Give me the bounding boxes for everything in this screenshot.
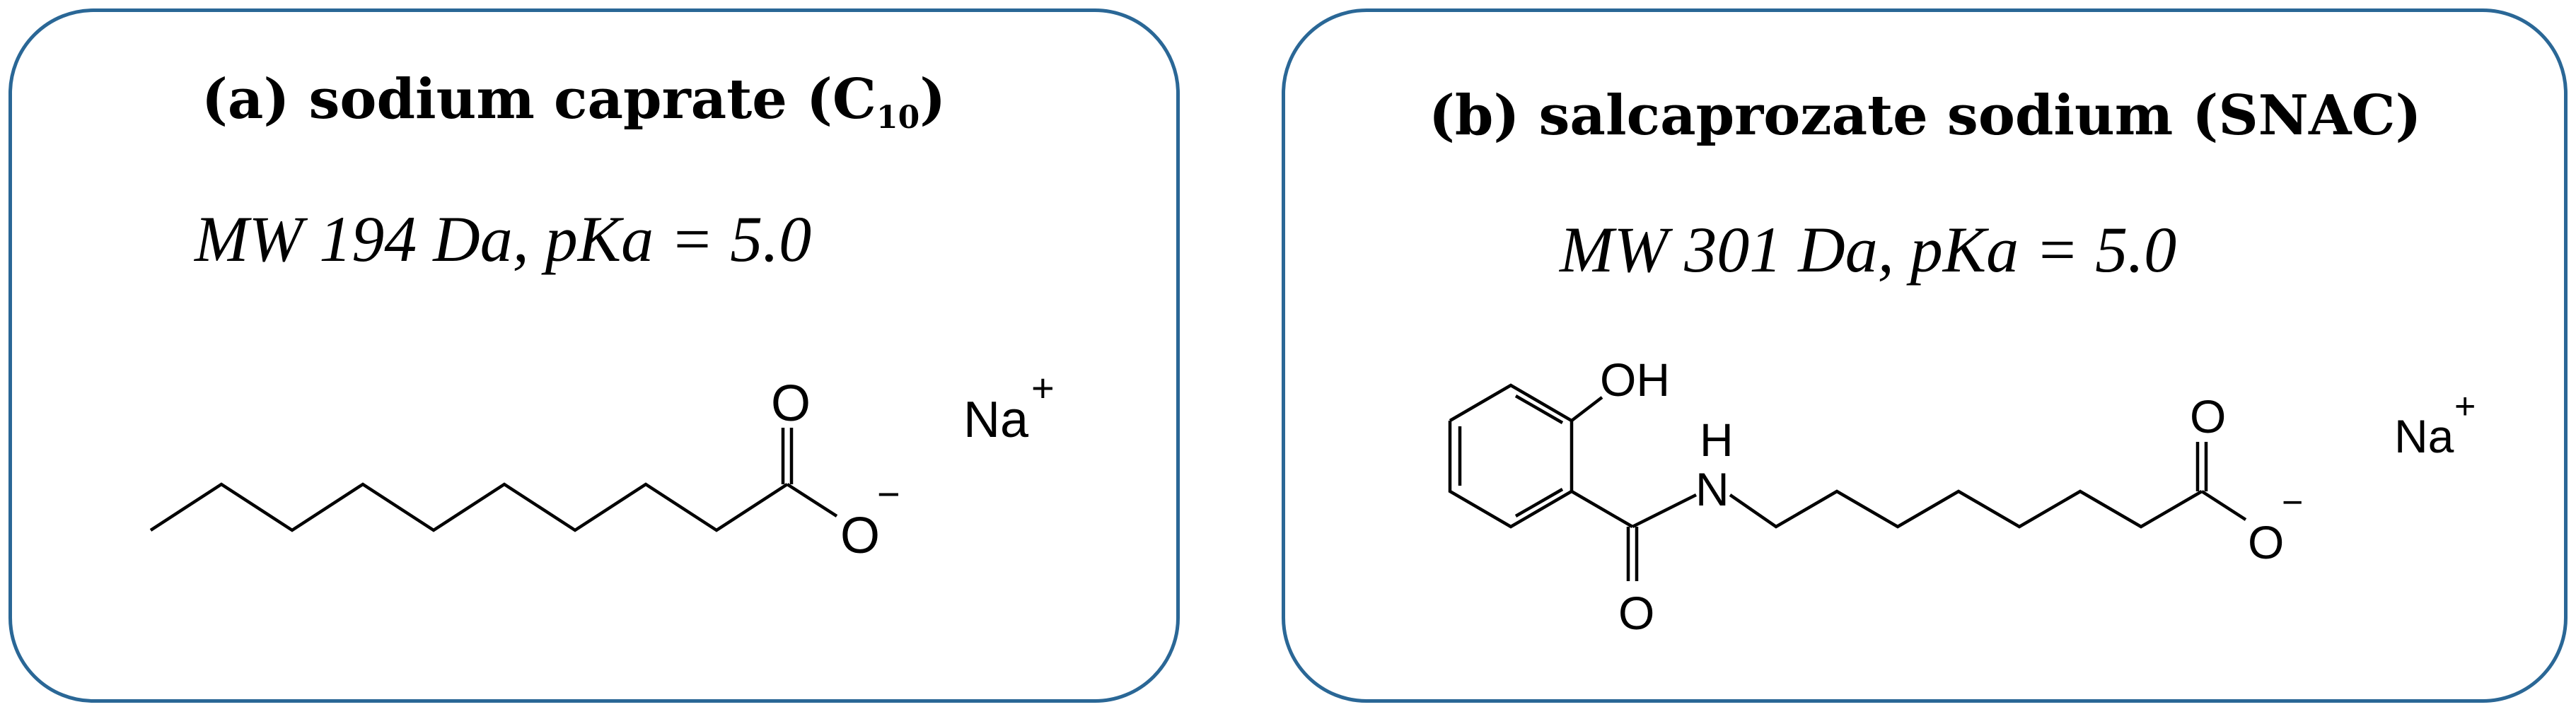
- counterion-na: Na: [2394, 410, 2454, 462]
- panel-b-properties: MW 301 Da, pKa = 5.0: [1560, 214, 2177, 286]
- charge-plus: +: [2454, 386, 2476, 427]
- carboxylate-bond: [786, 483, 838, 518]
- decyl-chain: [149, 482, 789, 532]
- panel-b-title: (b) salcaprozate sodium (SNAC): [1429, 83, 2422, 148]
- acid-co-single: [2200, 490, 2247, 521]
- charge-minus: −: [877, 472, 900, 516]
- atom-amide-h: H: [1700, 414, 1734, 466]
- panel-a-properties: MW 194 Da, pKa = 5.0: [195, 203, 812, 275]
- panel-sodium-caprate: [8, 8, 1180, 703]
- atom-o-double: O: [771, 375, 811, 432]
- ring-carbonyl-bond: [1570, 490, 1634, 528]
- atom-oh: OH: [1600, 353, 1670, 406]
- atom-amide-o: O: [1618, 587, 1654, 639]
- charge-minus: −: [2282, 482, 2303, 523]
- charge-plus: +: [1031, 366, 1055, 410]
- ring-double-2: [1514, 488, 1564, 518]
- counterion-na: Na: [963, 392, 1029, 448]
- hydroxyl-bond: [1570, 396, 1603, 422]
- ring-double-3: [1514, 394, 1564, 424]
- atom-o-double: O: [2190, 390, 2226, 443]
- amide-cn-bond: [1631, 493, 1698, 529]
- panel-salcaprozate-sodium: [1282, 8, 2568, 703]
- atom-o-single: O: [840, 508, 880, 564]
- octyl-chain: [1729, 489, 2203, 529]
- benzene-ring: [1448, 383, 1574, 529]
- atom-amide-n: N: [1695, 463, 1729, 515]
- panel-a-title: (a) sodium caprate (C10): [202, 67, 946, 136]
- atom-o-single: O: [2248, 516, 2284, 568]
- sodium-caprate-structure: O O − Na +: [149, 366, 1055, 564]
